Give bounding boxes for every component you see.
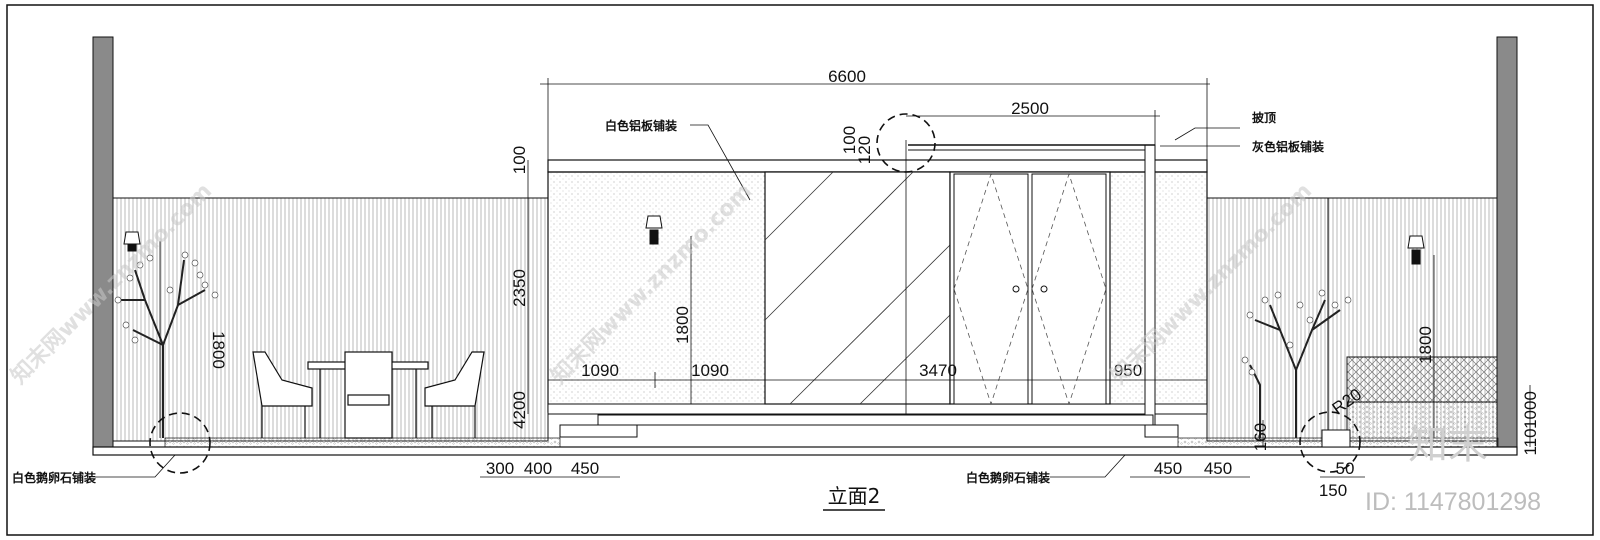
note-pebble-right: 白色鹅卵石铺装 xyxy=(966,470,1050,485)
entry-step-left xyxy=(559,424,638,438)
dim-right-50: 50 xyxy=(1336,459,1355,478)
pavilion-base xyxy=(547,403,1208,415)
brand-logo: 知末 xyxy=(1408,422,1488,468)
dim-step-450b: 450 xyxy=(1154,459,1182,478)
dim-inner-1800: 1800 xyxy=(673,306,692,344)
left-wall xyxy=(92,36,114,448)
dim-right-110: 110 xyxy=(1521,428,1540,455)
detail-callouts xyxy=(149,113,1361,474)
wall-lamp-center xyxy=(645,215,663,245)
dimension-lines xyxy=(159,78,1531,478)
note-gray-aluminum: 灰色铝板铺装 xyxy=(1252,139,1324,154)
dim-seg-3470: 3470 xyxy=(919,361,957,380)
dim-left-1800: 1800 xyxy=(209,331,228,369)
dim-seg-1090b: 1090 xyxy=(691,361,729,380)
dim-seg-950: 950 xyxy=(1114,361,1142,380)
tree-left xyxy=(114,251,219,438)
canopy-post xyxy=(1144,144,1156,426)
dim-wall-height: 2350 xyxy=(510,269,529,307)
glass-panel xyxy=(764,171,951,405)
glass-reflection-lines xyxy=(764,171,951,405)
note-leaders xyxy=(95,124,1240,478)
dim-step-300: 300 xyxy=(486,459,514,478)
dim-top-100a: 100 xyxy=(510,146,529,174)
entry-step-main xyxy=(597,414,1154,426)
door-handle-left xyxy=(1012,285,1020,293)
note-pebble-left: 白色鹅卵石铺装 xyxy=(12,470,96,485)
note-cap: 披顶 xyxy=(1252,110,1276,125)
dim-top-100b: 100 xyxy=(840,126,859,154)
dim-seg-1090a: 1090 xyxy=(581,361,619,380)
right-wall xyxy=(1496,36,1518,448)
dim-right-160: 160 xyxy=(1251,423,1270,451)
tree-right xyxy=(1241,289,1352,438)
wall-lamp-right xyxy=(1407,235,1425,265)
planter-box xyxy=(1346,401,1498,448)
door-handle-right xyxy=(1040,285,1048,293)
dining-set xyxy=(252,351,485,439)
drawing-title: 立面2 xyxy=(828,484,881,508)
dim-right-1000: 1000 xyxy=(1521,391,1540,429)
dim-step-450c: 450 xyxy=(1204,459,1232,478)
pavilion-roof xyxy=(547,159,1208,173)
left-pebble-bed xyxy=(164,437,561,448)
note-white-aluminum: 白色铝板铺装 xyxy=(605,118,677,133)
dim-base-4200: 4200 xyxy=(510,391,529,429)
dim-step-400: 400 xyxy=(524,459,552,478)
dim-right-1800: 1800 xyxy=(1416,326,1435,364)
dim-top-120: 120 xyxy=(855,136,874,164)
planter-curb xyxy=(1321,429,1351,448)
ground-slab xyxy=(92,446,1518,456)
planter-shrubs xyxy=(1346,356,1498,403)
entry-step-right xyxy=(1144,424,1179,438)
drawing-frame xyxy=(6,4,1594,536)
dim-step-450a: 450 xyxy=(571,459,599,478)
dim-right-150: 150 xyxy=(1319,481,1347,500)
dim-overall-width: 6600 xyxy=(828,67,866,86)
wall-lamp-left xyxy=(123,231,141,252)
drawing-id: ID: 1147801298 xyxy=(1365,488,1541,516)
dim-door-width: 2500 xyxy=(1011,99,1049,118)
